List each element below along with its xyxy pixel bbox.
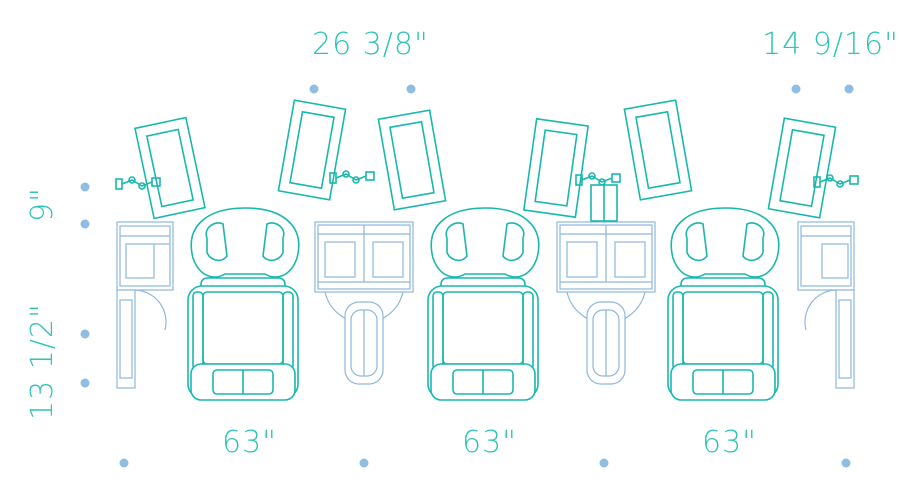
dimension-label-top-right: 14 9/16" <box>762 27 899 62</box>
marker-dot <box>599 458 609 468</box>
monitor-station-4 <box>767 117 859 219</box>
marker-dot <box>119 458 129 468</box>
marker-dot <box>844 84 854 94</box>
marker-dot <box>359 458 369 468</box>
office-chair-1 <box>187 207 300 401</box>
monitor-station-1 <box>115 116 206 220</box>
desk-unit-left-partial <box>116 221 174 389</box>
dimension-label-bottom-2: 63" <box>462 425 517 460</box>
marker-dot <box>80 219 90 229</box>
desk-unit-2 <box>556 184 656 385</box>
marker-dot <box>80 378 90 388</box>
dimension-label-left-lower: 13 1/2" <box>25 303 60 420</box>
desk-unit-right-partial <box>797 221 855 389</box>
marker-dot <box>309 84 319 94</box>
desk-unit-1 <box>314 221 414 385</box>
marker-dot <box>80 329 90 339</box>
marker-dot <box>80 182 90 192</box>
monitor-station-2 <box>277 99 447 211</box>
office-chair-2 <box>427 207 540 401</box>
marker-dot <box>791 84 801 94</box>
dimension-label-bottom-3: 63" <box>702 425 757 460</box>
dimension-label-top-left: 26 3/8" <box>312 27 429 62</box>
marker-dot <box>841 458 851 468</box>
dimension-label-left-upper: 9" <box>25 187 60 222</box>
dimension-label-bottom-1: 63" <box>222 425 277 460</box>
marker-dot <box>406 84 416 94</box>
office-chair-3 <box>667 207 780 401</box>
